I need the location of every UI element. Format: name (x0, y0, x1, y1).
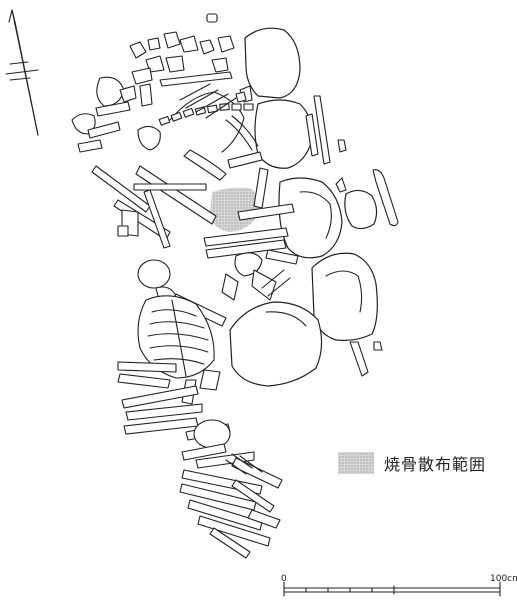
legend-label: 焼骨散布範囲 (384, 455, 487, 474)
north-arrow-icon (5, 9, 39, 136)
stone (311, 252, 378, 341)
stone (254, 99, 313, 169)
burnt-bone-area (210, 187, 259, 232)
legend-swatch (338, 452, 374, 474)
vertebrae (158, 103, 254, 126)
stones (229, 27, 399, 387)
stone (229, 301, 323, 387)
lower-skeleton (117, 259, 283, 559)
small-fragments (117, 91, 383, 351)
skull (137, 259, 171, 289)
scale-end-label: 100cm (490, 574, 517, 584)
upper-remains (71, 13, 347, 193)
stone (278, 177, 343, 259)
scale-bar: 0 100cm (281, 574, 517, 597)
stone (244, 27, 301, 99)
scale-start-label: 0 (281, 574, 287, 584)
middle-skeleton (91, 149, 299, 301)
stone (344, 189, 378, 230)
